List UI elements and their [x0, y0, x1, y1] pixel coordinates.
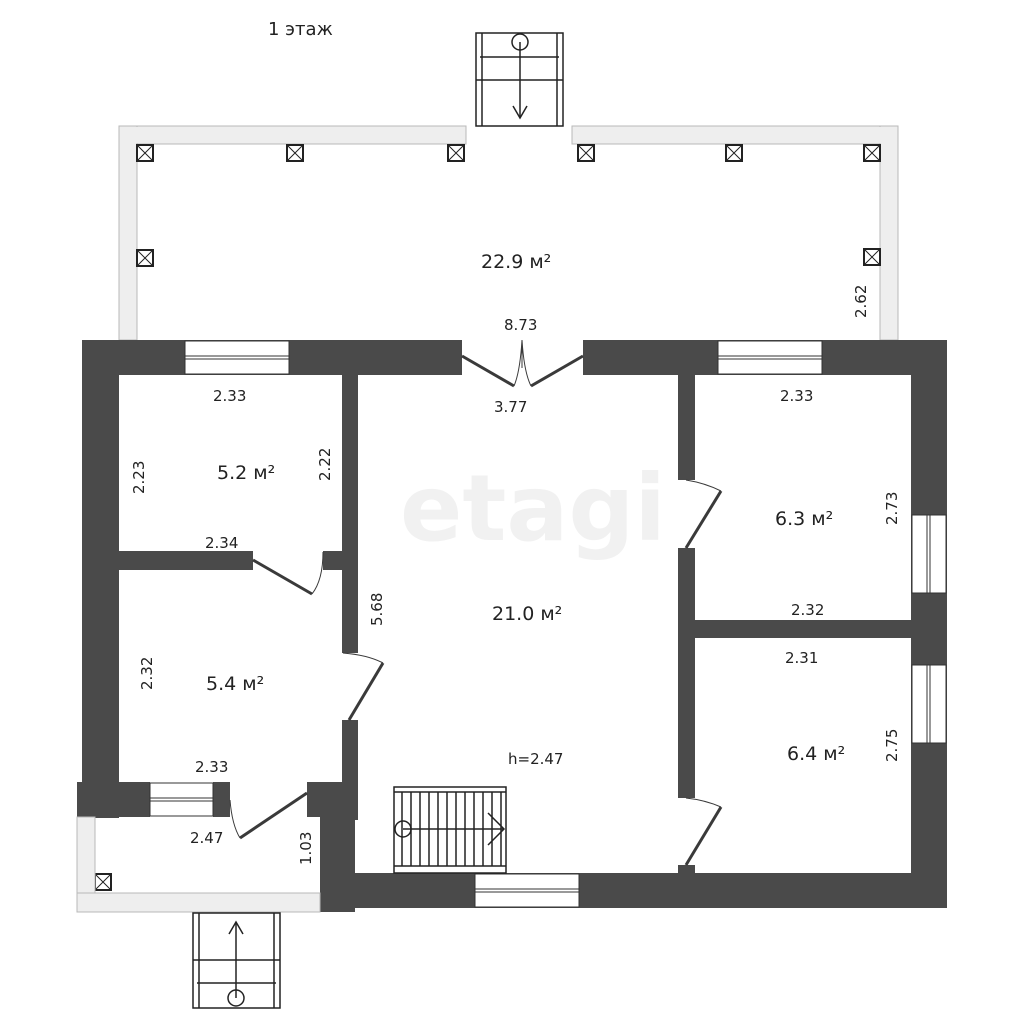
room-5-2-bottom-dim: 2.34	[205, 534, 238, 552]
room-6-4-right-dim: 2.75	[883, 729, 901, 762]
stairs-up-icon	[192, 912, 281, 1009]
watermark: etagi	[400, 455, 666, 562]
room-6-4-top-dim: 2.31	[785, 649, 818, 667]
room-5-4-area: 5.4 м²	[206, 673, 264, 695]
stairs-down-icon	[475, 32, 564, 127]
room-6-3-right-dim: 2.73	[883, 492, 901, 525]
floor-title: 1 этаж	[268, 19, 333, 40]
room-5-4-bottom-dim: 2.33	[195, 758, 228, 776]
room-6-3-top-dim: 2.33	[780, 387, 813, 405]
walls	[77, 340, 947, 912]
doors	[229, 339, 723, 866]
ceiling-height: h=2.47	[508, 750, 563, 768]
porch-height-dim: 1.03	[297, 832, 315, 865]
room-5-2-top-dim: 2.33	[213, 387, 246, 405]
porch-width-dim: 2.47	[190, 829, 223, 847]
stairs-icon	[393, 786, 507, 874]
room-5-2-left-dim: 2.23	[130, 461, 148, 494]
porch	[76, 816, 321, 913]
room-5-4-left-dim: 2.32	[138, 657, 156, 690]
hall-height-dim: 5.68	[368, 593, 386, 626]
room-6-4-area: 6.4 м²	[787, 743, 845, 765]
room-5-2-right-dim: 2.22	[316, 448, 334, 481]
terrace-height-dim: 2.62	[852, 285, 870, 318]
column-icon	[94, 144, 881, 891]
room-6-3-area: 6.3 м²	[775, 508, 833, 530]
terrace-width-dim: 8.73	[504, 316, 537, 334]
hall-area: 21.0 м²	[492, 603, 562, 625]
room-6-3-bottom-dim: 2.32	[791, 601, 824, 619]
terrace	[118, 125, 899, 341]
hall-width-dim: 3.77	[494, 398, 527, 416]
room-5-2-area: 5.2 м²	[217, 462, 275, 484]
windows	[149, 340, 947, 908]
terrace-area: 22.9 м²	[481, 251, 551, 273]
